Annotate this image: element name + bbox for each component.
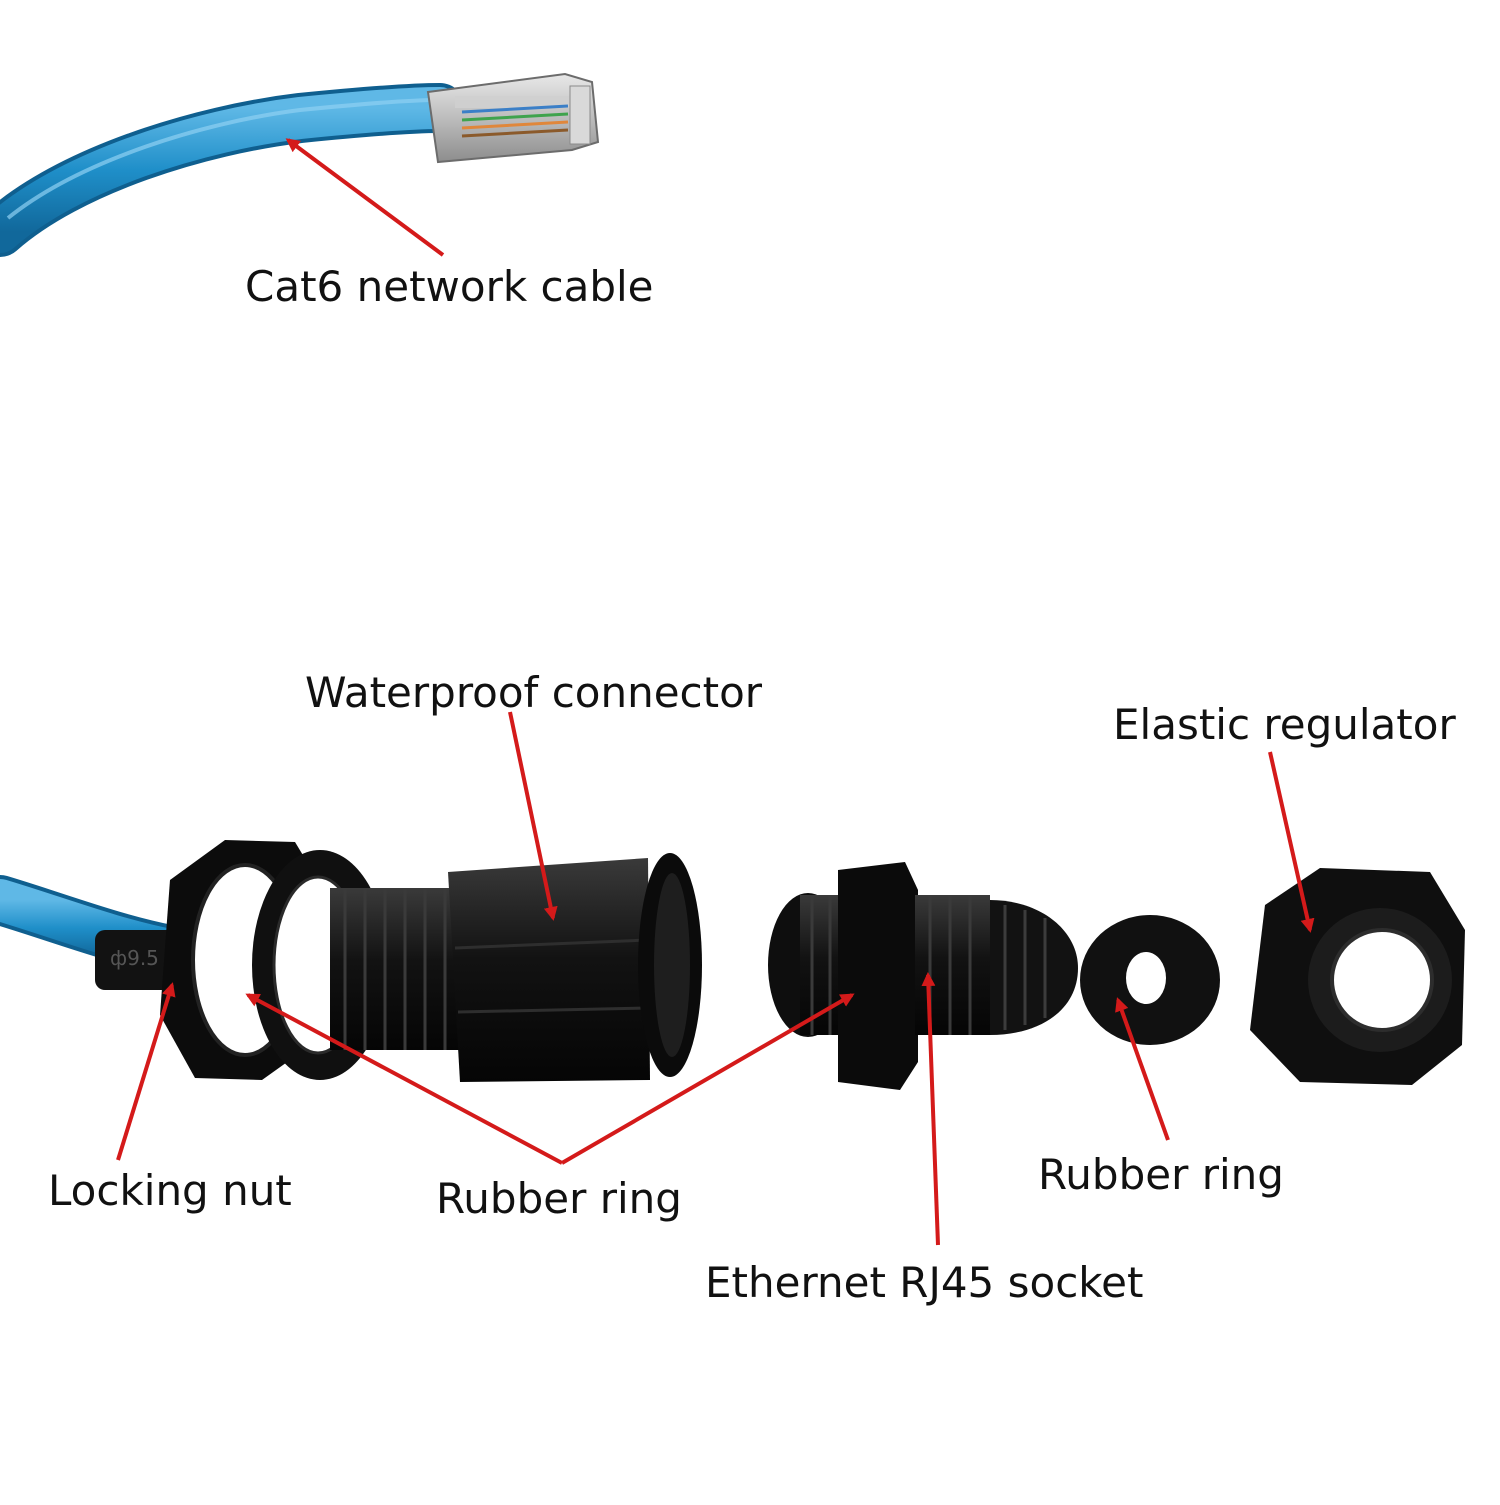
arrow-rubber-right	[1115, 997, 1170, 1141]
arrow-rubber-socket	[560, 993, 855, 1165]
label-elastic-regulator: Elastic regulator	[1113, 700, 1456, 749]
arrow-rubber-left	[245, 993, 563, 1165]
label-locking-nut: Locking nut	[48, 1166, 292, 1215]
cable-icon	[0, 83, 465, 257]
rj45-plug-icon	[426, 72, 600, 164]
elastic-regulator-icon	[1250, 868, 1465, 1085]
label-ethernet-rj45-socket: Ethernet RJ45 socket	[705, 1258, 1144, 1307]
waterproof-connector-icon	[330, 853, 702, 1082]
label-waterproof-connector: Waterproof connector	[305, 668, 763, 717]
rj45-socket-icon	[768, 862, 1078, 1090]
arrow-waterproof	[508, 711, 558, 921]
arrow-ethernet	[921, 972, 940, 1246]
svg-text:ф9.5: ф9.5	[110, 946, 159, 970]
label-rubber-ring-right: Rubber ring	[1038, 1150, 1284, 1199]
label-rubber-ring-left: Rubber ring	[436, 1174, 682, 1223]
arrow-cable	[285, 138, 445, 257]
pointer-arrows	[116, 138, 1315, 1246]
arrow-locking	[116, 982, 176, 1161]
arrow-elastic	[1268, 751, 1315, 933]
label-cat6-network-cable: Cat6 network cable	[245, 262, 654, 311]
rubber-ring-right-icon	[1080, 915, 1220, 1045]
